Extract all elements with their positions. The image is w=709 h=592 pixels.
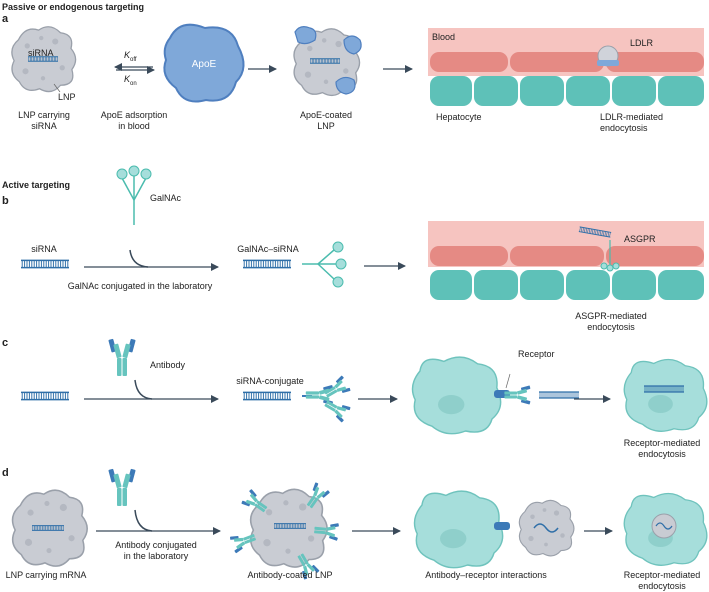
kon-label: Kon: [124, 74, 137, 87]
apoe-label: ApoE: [191, 59, 217, 70]
panel-letter-b: b: [2, 195, 9, 207]
antibody-lab-line1: Antibody conjugated: [115, 540, 197, 550]
sirna-duplex-icon: [19, 259, 71, 269]
ldlr-endocytosis-line2: endocytosis: [600, 123, 648, 133]
receptor-label: Receptor: [518, 349, 555, 359]
c-endocytosis-line2: endocytosis: [638, 449, 686, 459]
target-cell-icon: [623, 358, 708, 433]
blood-label: Blood: [432, 32, 456, 42]
antibody-coated-caption: Antibody-coated LNP: [247, 570, 333, 580]
lnp-label: LNP: [58, 92, 76, 102]
koff-label: Koff: [124, 50, 137, 63]
target-cell-icon: [413, 490, 504, 569]
galnac-ligand-icon: [116, 165, 152, 225]
antibody-icon: [108, 468, 136, 506]
interaction-caption: Antibody–receptor interactions: [425, 570, 547, 580]
apoe-protein-icon: [163, 23, 245, 103]
antibody-icon: [108, 338, 136, 376]
ldlr-endocytosis-line1: LDLR-mediated: [600, 112, 664, 122]
asgpr-endocytosis-line2: endocytosis: [587, 322, 635, 332]
hepatocyte-label: Hepatocyte: [436, 112, 482, 122]
sirna-conjugate-label: siRNA-conjugate: [236, 376, 304, 386]
adsorption-caption-line2: in blood: [118, 121, 150, 131]
panel-letter-a: a: [2, 13, 9, 25]
asgpr-label: ASGPR: [624, 234, 656, 244]
asgpr-endocytosis-line1: ASGPR-mediated: [575, 311, 647, 321]
section-title-active: Active targeting: [2, 180, 71, 190]
panel-letter-c: c: [2, 337, 9, 349]
antibody-label: Antibody: [150, 360, 186, 370]
coated-caption-line1: ApoE-coated: [299, 110, 353, 120]
galnac-sirna-label: GalNAc–siRNA: [237, 244, 299, 254]
sirna-label-b: siRNA: [31, 244, 57, 254]
d-endocytosis-line2: endocytosis: [638, 581, 686, 591]
galnac-lab-caption: GalNAc conjugated in the laboratory: [67, 281, 213, 291]
section-title-passive: Passive or endogenous targeting: [2, 2, 145, 12]
lnp-caption-line2: siRNA: [31, 121, 57, 131]
sirna-label: siRNA: [28, 48, 54, 58]
galnac-label: GalNAc: [150, 193, 182, 203]
ldlr-label: LDLR: [630, 38, 654, 48]
target-cell-icon: [411, 356, 502, 435]
liver-tissue-icon: [428, 28, 704, 106]
c-endocytosis-line1: Receptor-mediated: [623, 438, 701, 448]
lnp-mrna-caption: LNP carrying mRNA: [5, 570, 87, 580]
coated-caption-line2: LNP: [317, 121, 335, 131]
d-endocytosis-line1: Receptor-mediated: [623, 570, 701, 580]
adsorption-caption-line1: ApoE adsorption: [100, 110, 168, 120]
panel-letter-d: d: [2, 467, 9, 479]
lnp-caption-line1: LNP carrying: [18, 110, 70, 120]
antibody-lab-line2: in the laboratory: [123, 551, 189, 561]
liver-tissue-icon: [428, 221, 704, 300]
lnp-particle-icon: [11, 489, 88, 567]
